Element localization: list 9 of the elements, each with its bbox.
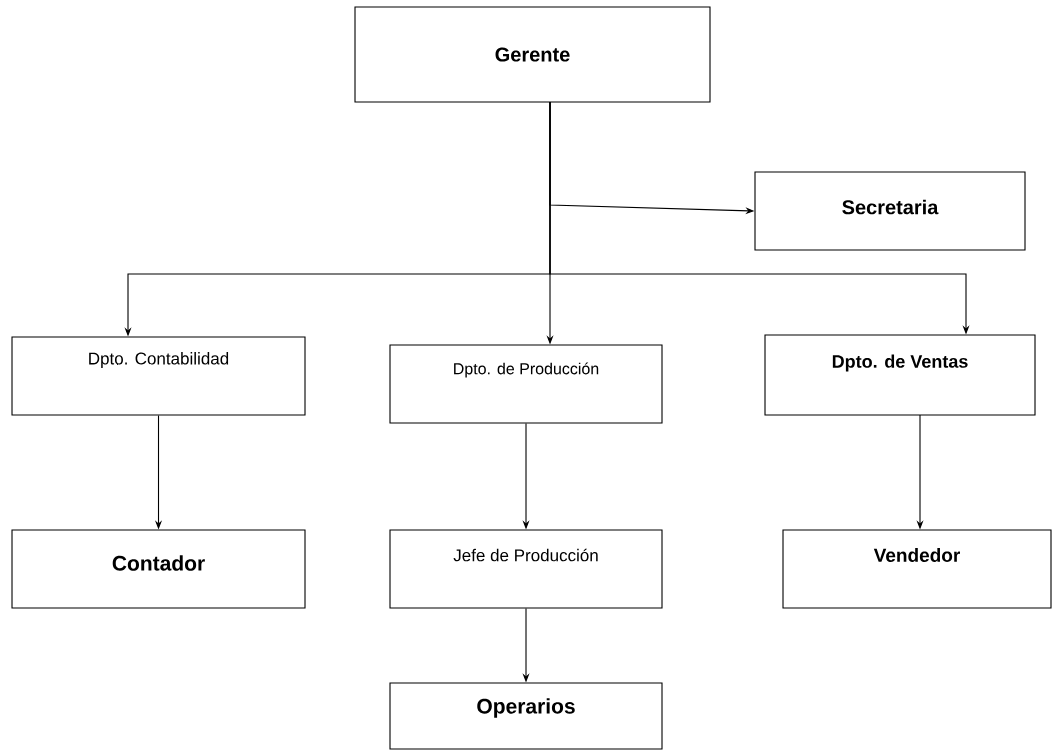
org-box: Dpto. Contabilidad (11, 336, 306, 416)
org-box: Gerente (354, 6, 711, 103)
org-box: Contador (11, 529, 306, 609)
org-box: Vendedor (782, 529, 1052, 609)
org-box: Secretaria (754, 171, 1026, 251)
org-box: Jefe de Producción (389, 529, 663, 609)
org-box: Dpto. de Producción (389, 344, 663, 424)
org-box: Dpto. de Ventas (764, 334, 1036, 416)
org-box: Operarios (389, 682, 663, 750)
